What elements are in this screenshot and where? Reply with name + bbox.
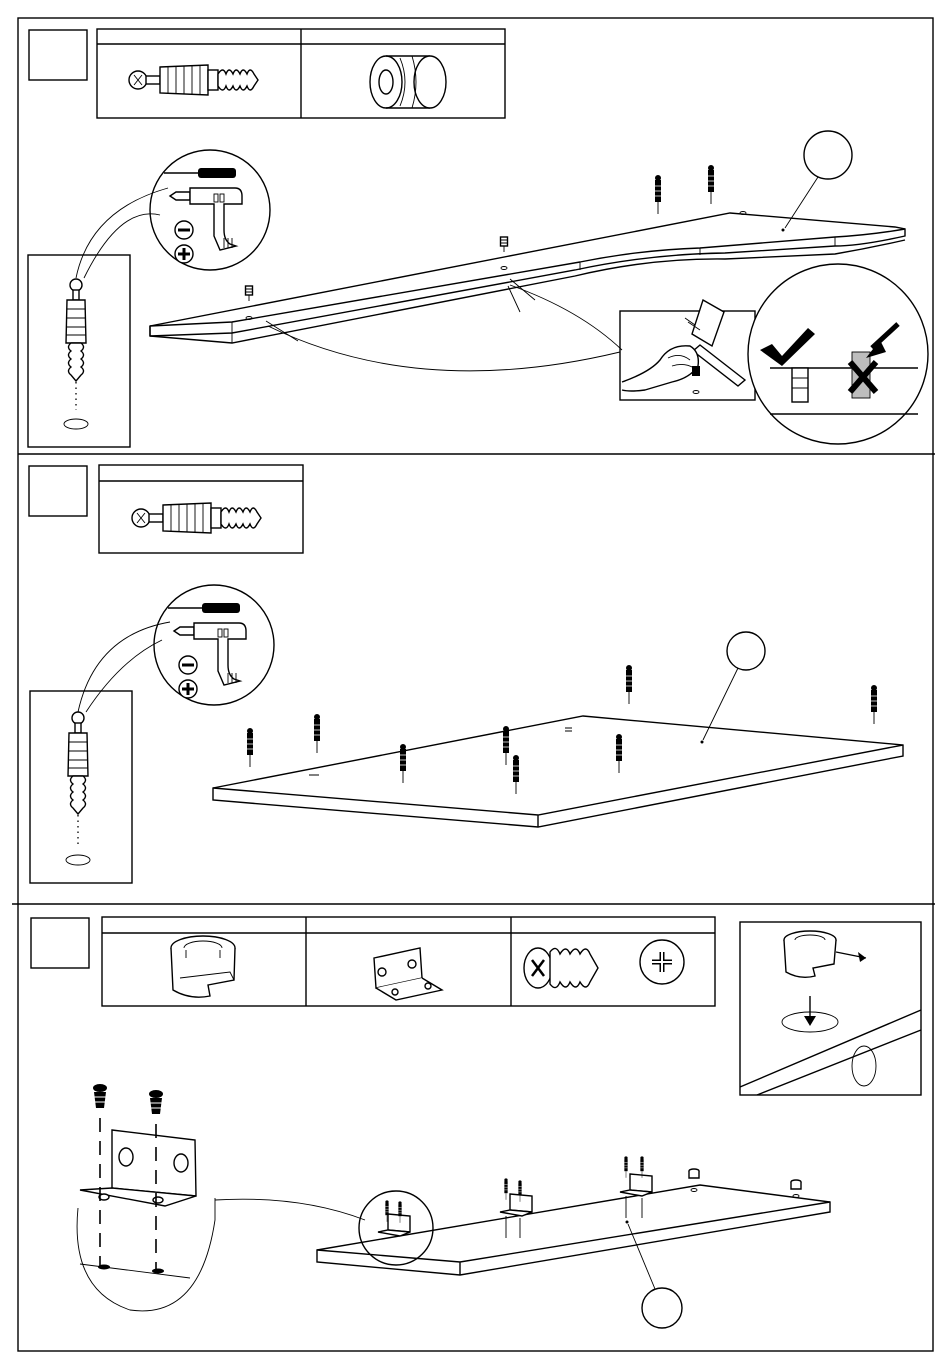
step-1-panel: [28, 29, 928, 447]
dowel-closeup-icon-2: [68, 712, 88, 814]
tools-circle-step-2: [154, 585, 274, 705]
board-bushing: [246, 286, 253, 301]
phillips-screw-icon: [524, 948, 598, 988]
cam-lock-insert-detail: [740, 922, 921, 1095]
step-3-number-box: [31, 918, 89, 968]
step-2-panel: [29, 465, 903, 883]
tools-circle-step-1: [150, 150, 270, 270]
step-3-panel: [31, 917, 921, 1328]
hand-icon: [622, 346, 700, 394]
part-callout-circle-step-3: [642, 1288, 682, 1328]
board-pin: [655, 175, 661, 214]
board-pin: [871, 685, 877, 724]
part-callout-circle-step-2: [727, 632, 765, 670]
step-2-number-box: [29, 466, 87, 516]
board-pin: [247, 728, 253, 767]
board-bushing: [501, 237, 508, 252]
angle-bracket-icon: [374, 948, 442, 1000]
correct-wrong-callout: [748, 264, 928, 444]
board-bracket: [378, 1200, 410, 1236]
cam-dowel-screw-icon: [129, 65, 258, 95]
step-1-number-box: [29, 30, 87, 80]
part-callout-circle-step-1: [804, 131, 852, 179]
cam-dowel-screw-icon: [132, 503, 261, 533]
board-pin: [626, 665, 632, 704]
cam-bushing-insert-icon: [370, 56, 446, 108]
board-pin: [314, 714, 320, 753]
step-3-parts-table: [102, 917, 715, 1006]
bracket-zoom-detail: [77, 1084, 365, 1311]
phillips-head-icon: [640, 940, 684, 984]
step-2-parts-table: [99, 465, 303, 553]
cam-lock-housing-icon: [171, 936, 235, 997]
board-pin: [708, 165, 714, 204]
dowel-closeup-icon-1: [66, 279, 86, 381]
step-1-parts-table: [97, 29, 505, 118]
board-cam-lock: [791, 1180, 801, 1198]
